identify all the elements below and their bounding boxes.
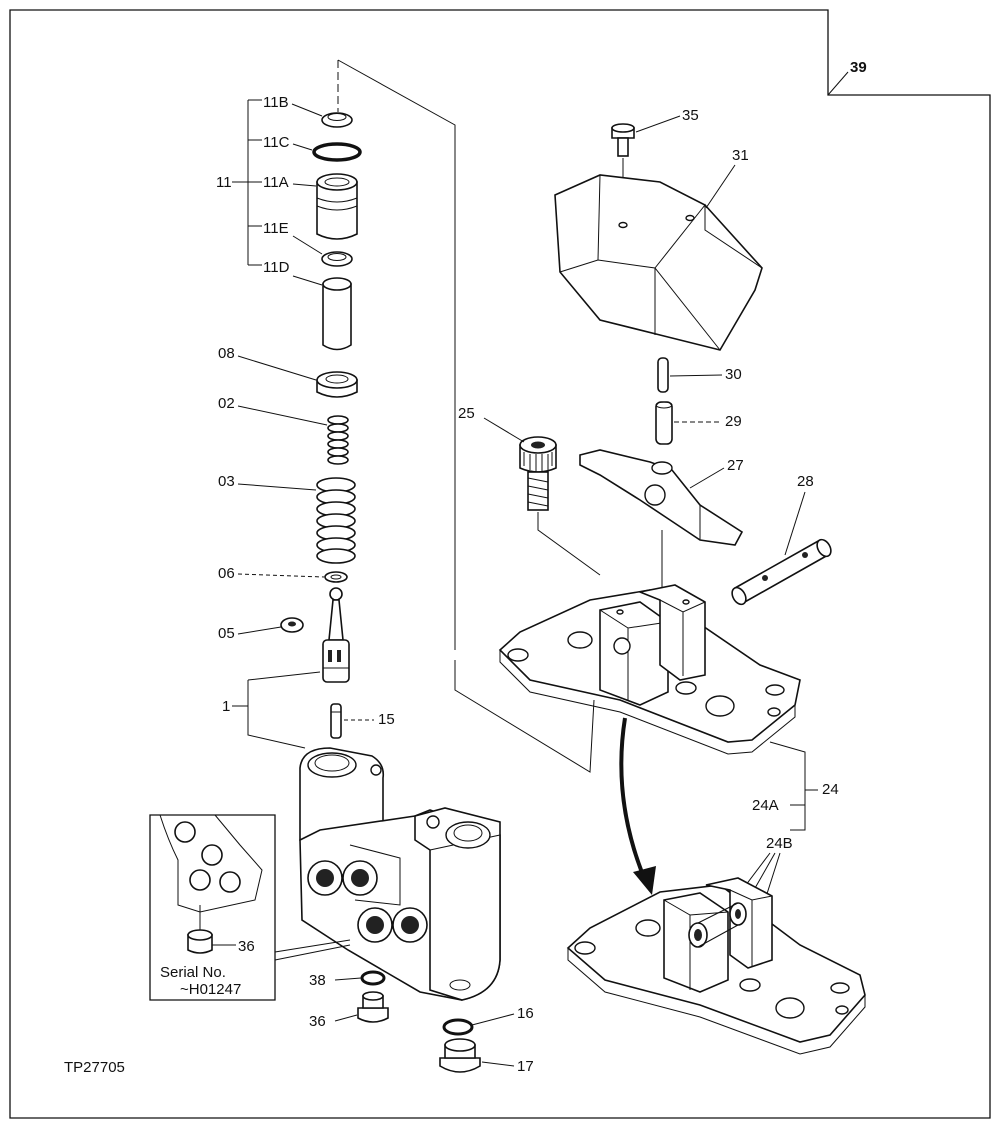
label-31: 31 (732, 147, 749, 164)
part-spool (322, 587, 350, 683)
label-28: 28 (797, 473, 814, 490)
label-02: 02 (218, 395, 235, 412)
part-11c-oring (312, 142, 362, 162)
part-24-base-lower (566, 877, 866, 1055)
label-36: 36 (309, 1013, 326, 1030)
label-30: 30 (725, 366, 742, 383)
part-03-spring (316, 477, 356, 564)
assembly-arrow (619, 717, 647, 881)
part-30-pin (657, 357, 669, 393)
label-24a: 24A (752, 797, 779, 814)
label-29: 29 (725, 413, 742, 430)
label-25: 25 (458, 405, 475, 422)
label-36-inset: 36 (238, 938, 255, 955)
serial-inset: 36 Serial No. ~H01247 (149, 814, 276, 1001)
part-17-plug (439, 1038, 481, 1073)
label-15: 15 (378, 711, 395, 728)
page-border (9, 9, 991, 1119)
label-11c: 11C (263, 134, 290, 151)
part-02-spring (327, 415, 349, 465)
part-35-bolt (611, 123, 635, 157)
part-27-lever (579, 449, 744, 546)
valve-body (299, 747, 501, 1001)
part-11d-plunger (322, 277, 352, 351)
label-11e: 11E (263, 220, 289, 237)
part-24-base-upper (498, 584, 801, 755)
label-24b: 24B (766, 835, 793, 852)
inset-note-line1: Serial No. (160, 964, 226, 981)
label-11d: 11D (263, 259, 290, 276)
label-24: 24 (822, 781, 839, 798)
part-29-sleeve (655, 401, 673, 445)
part-11b-ring (321, 112, 353, 128)
label-03: 03 (218, 473, 235, 490)
part-11e-ring (321, 251, 353, 267)
part-31-cover (554, 174, 763, 351)
part-36-plug (357, 991, 389, 1023)
part-06-washer (324, 571, 348, 583)
label-35: 35 (682, 107, 699, 124)
inset-note-line2: ~H01247 (180, 981, 241, 998)
part-28-pin (731, 538, 832, 606)
part-11a-sleeve (316, 173, 358, 240)
part-05-clip (280, 617, 304, 633)
label-27: 27 (727, 457, 744, 474)
label-05: 05 (218, 625, 235, 642)
label-11a: 11A (263, 174, 289, 191)
part-15-pin (330, 703, 342, 739)
part-38-oring (360, 970, 386, 986)
part-16-oring (442, 1018, 474, 1036)
figure-number: 39 (850, 59, 867, 76)
part-08-seat (316, 371, 358, 398)
figure-id: TP27705 (64, 1059, 125, 1076)
part-25-bolt (519, 436, 557, 511)
label-38: 38 (309, 972, 326, 989)
label-11: 11 (216, 174, 232, 191)
label-16: 16 (517, 1005, 534, 1022)
label-06: 06 (218, 565, 235, 582)
label-1: 1 (222, 698, 230, 715)
label-17: 17 (517, 1058, 534, 1075)
label-08: 08 (218, 345, 235, 362)
label-11b: 11B (263, 94, 289, 111)
